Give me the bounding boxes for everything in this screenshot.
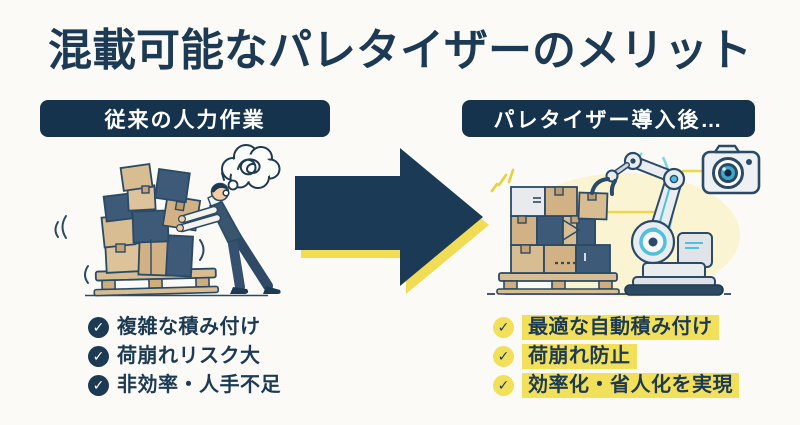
list-item: ✓ 複雑な積み付け [88, 316, 281, 338]
list-item: ✓ 荷崩れ防止 [493, 343, 739, 369]
pallet [496, 272, 620, 295]
check-icon: ✓ [88, 316, 109, 338]
check-icon: ✓ [88, 345, 109, 367]
worker-boxes-scene [54, 144, 281, 297]
arrow-body [295, 148, 483, 286]
page-title: 混載可能なパレタイザーのメリット [48, 26, 752, 75]
list-item: ✓ 荷崩れリスク大 [88, 345, 281, 367]
robot-palletizer-scene [487, 144, 761, 297]
sparkle-icon [490, 168, 515, 193]
before-checklist: ✓ 複雑な積み付け ✓ 荷崩れリスク大 ✓ 非効率・人手不足 [88, 316, 281, 396]
list-item-label: 効率化・省人化を実現 [522, 372, 739, 398]
after-checklist: ✓ 最適な自動積み付け ✓ 荷崩れ防止 ✓ 効率化・省人化を実現 [493, 314, 739, 398]
right-arrow-icon [290, 140, 495, 305]
before-section-header-label: 従来の人力作業 [104, 108, 266, 132]
manual-work-illustration [30, 140, 290, 310]
worker [176, 171, 281, 294]
robot-arm [590, 151, 724, 296]
check-icon: ✓ [88, 374, 109, 396]
check-icon: ✓ [493, 316, 514, 338]
transition-arrow [295, 148, 489, 294]
list-item-label: 最適な自動積み付け [522, 314, 719, 340]
list-item-label: 非効率・人手不足 [117, 374, 281, 396]
confusion-scribble-icon [221, 144, 281, 197]
list-item-label: 複雑な積み付け [117, 316, 261, 338]
check-icon: ✓ [493, 345, 514, 367]
list-item-label: 荷崩れ防止 [522, 343, 637, 369]
after-section-header-label: パレタイザー導入後… [493, 108, 724, 132]
list-item: ✓ 効率化・省人化を実現 [493, 372, 739, 398]
list-item: ✓ 最適な自動積み付け [493, 314, 739, 340]
list-item: ✓ 非効率・人手不足 [88, 374, 281, 396]
list-item-label: 荷崩れリスク大 [117, 345, 261, 367]
palletizer-illustration [475, 135, 765, 305]
camera-icon [701, 144, 761, 195]
after-section-header: パレタイザー導入後… [462, 100, 755, 137]
before-section-header: 従来の人力作業 [40, 100, 330, 137]
wobble-marks [54, 215, 205, 284]
messy-box-stack [100, 163, 202, 278]
check-icon: ✓ [493, 374, 514, 396]
